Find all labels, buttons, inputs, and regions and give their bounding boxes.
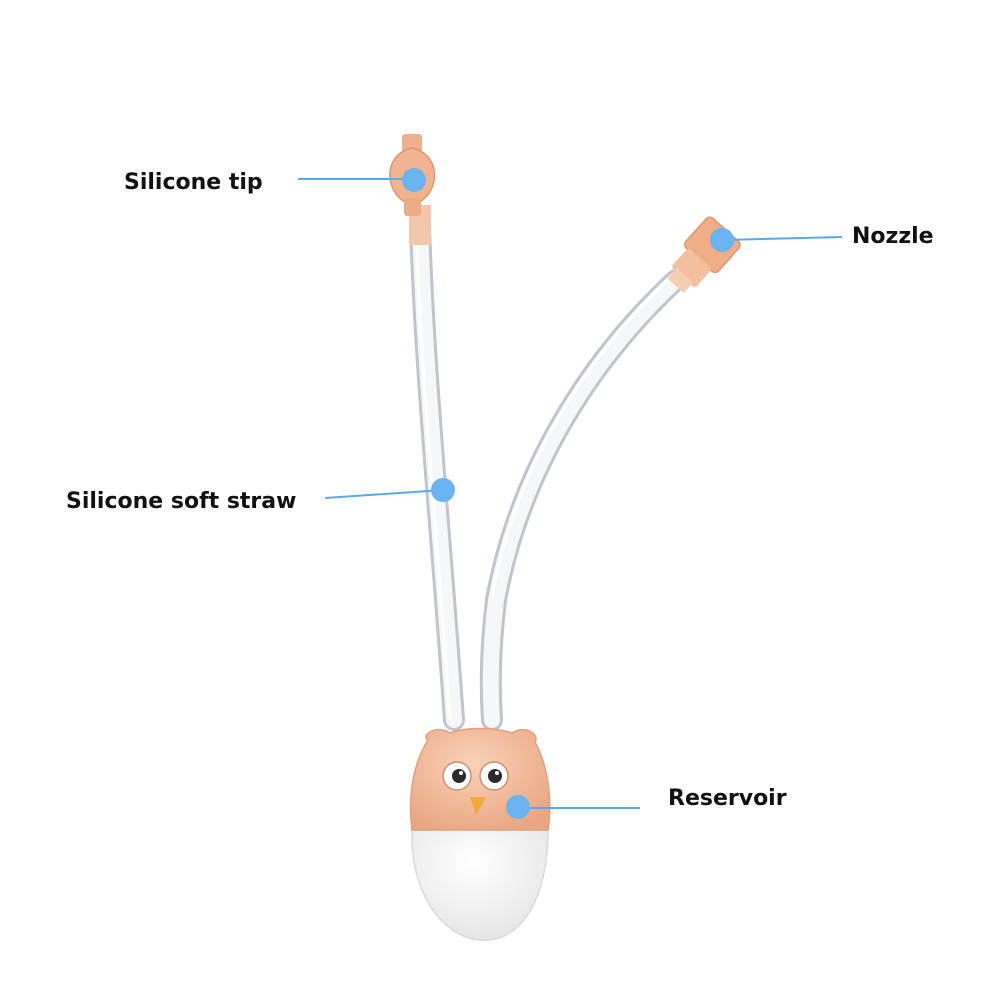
callout-silicone-soft-straw xyxy=(324,478,455,502)
label-reservoir: Reservoir xyxy=(668,786,787,811)
reservoir-cup xyxy=(411,829,549,942)
callout-nozzle xyxy=(710,228,843,252)
callout-dot xyxy=(431,478,455,502)
owl-beak xyxy=(470,797,486,815)
callout-dot xyxy=(710,228,734,252)
callout-dot xyxy=(402,168,426,192)
callout-dot xyxy=(506,795,530,819)
callout-reservoir xyxy=(506,795,640,819)
right-straw xyxy=(479,269,687,731)
left-straw xyxy=(409,205,465,731)
label-nozzle: Nozzle xyxy=(852,224,934,249)
reservoir xyxy=(409,727,551,942)
callout-silicone-tip xyxy=(298,168,426,192)
label-silicone-soft-straw: Silicone soft straw xyxy=(66,489,297,514)
label-silicone-tip: Silicone tip xyxy=(124,170,263,195)
